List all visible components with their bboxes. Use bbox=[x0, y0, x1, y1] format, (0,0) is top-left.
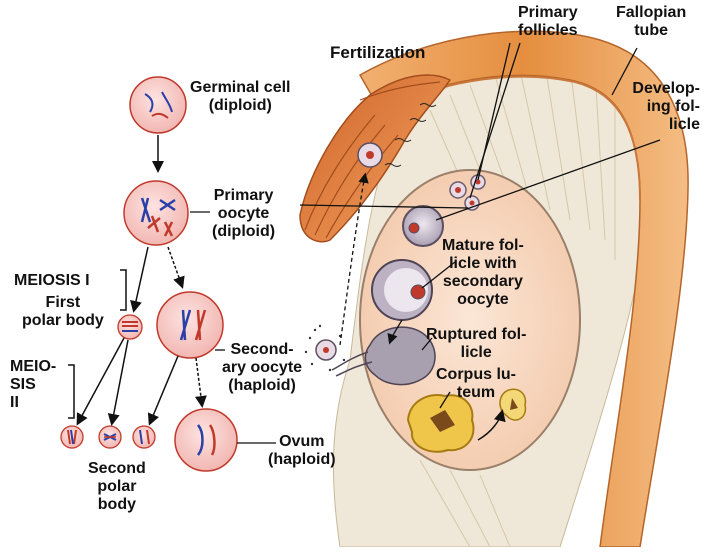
fallopian-tube-label: Fallopian tube bbox=[616, 4, 686, 40]
arrow-primary-to-secondary bbox=[168, 247, 182, 286]
second-polar-body-line-2: polar bbox=[88, 478, 146, 496]
corpus-luteum-line-2: teum bbox=[436, 384, 516, 402]
meiosis-2-line-3: II bbox=[10, 394, 56, 412]
first-polar-body-cell bbox=[118, 315, 142, 339]
arrow-primary-to-polar bbox=[134, 247, 148, 310]
corpus-luteum bbox=[408, 395, 473, 452]
meiosis-1-bracket bbox=[120, 270, 126, 310]
mature-follicle-label: Mature fol- licle with secondary oocyte bbox=[442, 237, 524, 309]
mature-follicle-line-2: licle with bbox=[442, 255, 524, 273]
primary-oocyte-line-3: (diploid) bbox=[212, 223, 275, 241]
arrow-polar-to-pb2 bbox=[112, 340, 128, 423]
ovum-line-2: (haploid) bbox=[268, 451, 336, 469]
mature-follicle-line-4: oocyte bbox=[442, 291, 524, 309]
ovum-line-1: Ovum bbox=[268, 433, 336, 451]
fallopian-tube-line-1: Fallopian bbox=[616, 4, 686, 22]
developing-follicle-line-2: ing fol- bbox=[608, 98, 700, 116]
mature-follicle bbox=[372, 260, 432, 320]
primary-follicles-line-2: follicles bbox=[518, 22, 578, 40]
ovulated-oocyte bbox=[305, 325, 345, 371]
ovum-cell bbox=[175, 409, 237, 471]
mature-follicle-line-1: Mature fol- bbox=[442, 237, 524, 255]
germinal-cell bbox=[130, 77, 186, 133]
primary-follicles-label: Primary follicles bbox=[518, 4, 578, 40]
primary-follicles-line-1: Primary bbox=[518, 4, 578, 22]
meiosis-2-line-1: MEIO- bbox=[10, 358, 56, 376]
mature-follicle-line-3: secondary bbox=[442, 273, 524, 291]
developing-follicle-line-1: Develop- bbox=[608, 80, 700, 98]
developing-follicle-line-3: licle bbox=[608, 116, 700, 134]
germinal-cell-label: Germinal cell (diploid) bbox=[190, 79, 291, 115]
polar-body-2 bbox=[99, 426, 121, 448]
second-polar-body-line-3: body bbox=[88, 496, 146, 514]
germinal-cell-line-2: (diploid) bbox=[190, 97, 291, 115]
fertilized-egg bbox=[358, 143, 382, 167]
arrow-secondary-to-pb3 bbox=[150, 356, 178, 423]
first-polar-body-line-1: First bbox=[22, 294, 104, 312]
meiosis-1-label: MEIOSIS I bbox=[14, 272, 90, 290]
ovum-label: Ovum (haploid) bbox=[268, 433, 336, 469]
second-polar-body-label: Second polar body bbox=[88, 460, 146, 514]
secondary-oocyte-line-1: Second- bbox=[222, 341, 302, 359]
meiosis-2-line-2: SIS bbox=[10, 376, 56, 394]
secondary-oocyte-line-2: ary oocyte bbox=[222, 359, 302, 377]
corpus-luteum-line-1: Corpus lu- bbox=[436, 366, 516, 384]
primary-oocyte-label: Primary oocyte (diploid) bbox=[212, 187, 275, 241]
first-polar-body-line-2: polar body bbox=[22, 312, 104, 330]
corpus-luteum-label: Corpus lu- teum bbox=[436, 366, 516, 402]
developing-follicle bbox=[403, 206, 443, 246]
meiosis-2-bracket bbox=[68, 365, 74, 418]
secondary-oocyte-line-3: (haploid) bbox=[222, 377, 302, 395]
primary-oocyte-line-2: oocyte bbox=[212, 205, 275, 223]
polar-body-1 bbox=[61, 426, 83, 448]
polar-body-3 bbox=[133, 426, 155, 448]
arrow-polar-to-pb1 bbox=[78, 338, 124, 423]
ruptured-follicle-label: Ruptured fol- licle bbox=[426, 326, 526, 362]
secondary-oocyte-cell bbox=[157, 292, 223, 358]
developing-follicle-label: Develop- ing fol- licle bbox=[608, 80, 700, 134]
primary-oocyte-cell bbox=[124, 181, 188, 245]
primary-oocyte-line-1: Primary bbox=[212, 187, 275, 205]
meiosis-2-label: MEIO- SIS II bbox=[10, 358, 56, 412]
fertilization-label: Fertilization bbox=[330, 44, 425, 62]
first-polar-body-label: First polar body bbox=[22, 294, 104, 330]
ruptured-follicle-line-2: licle bbox=[426, 344, 526, 362]
ruptured-follicle-line-1: Ruptured fol- bbox=[426, 326, 526, 344]
fallopian-tube-line-2: tube bbox=[616, 22, 686, 40]
secondary-oocyte-label: Second- ary oocyte (haploid) bbox=[222, 341, 302, 395]
germinal-cell-line-1: Germinal cell bbox=[190, 79, 291, 97]
arrow-secondary-to-ovum bbox=[196, 358, 202, 405]
second-polar-body-line-1: Second bbox=[88, 460, 146, 478]
